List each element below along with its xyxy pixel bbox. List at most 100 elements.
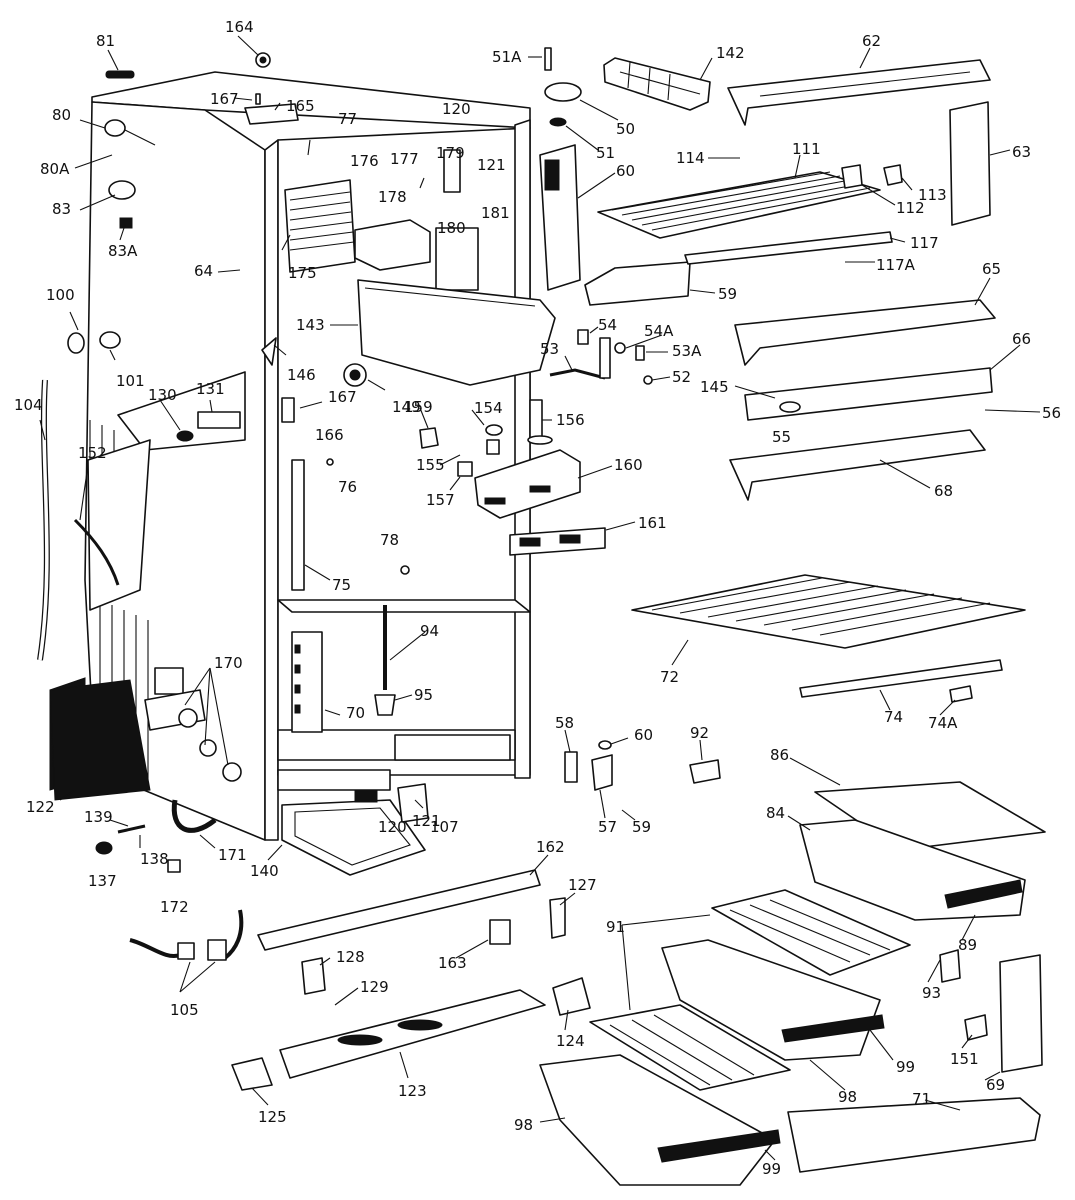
label-154: 154 [474,399,503,417]
label-180: 180 [437,219,466,237]
label-60-mid: 60 [634,726,653,744]
label-155: 155 [416,456,445,474]
label-74a: 74A [928,714,958,732]
label-175: 175 [288,264,317,282]
label-111: 111 [792,140,821,158]
label-117: 117 [910,234,939,252]
label-152: 152 [78,444,107,462]
label-105: 105 [170,1001,199,1019]
label-139: 139 [84,808,113,826]
label-121-top: 121 [477,156,506,174]
label-68: 68 [934,482,953,500]
label-99-upper: 99 [896,1058,915,1076]
label-51a: 51A [492,48,522,66]
label-70: 70 [346,704,365,722]
label-63: 63 [1012,143,1031,161]
label-163: 163 [438,954,467,972]
label-157: 157 [426,491,455,509]
label-80: 80 [52,106,71,124]
label-56: 56 [1042,404,1061,422]
label-156: 156 [556,411,585,429]
label-86: 86 [770,746,789,764]
label-76: 76 [338,478,357,496]
label-98-upper: 98 [838,1088,857,1106]
label-69: 69 [986,1076,1005,1094]
label-95: 95 [414,686,433,704]
label-138: 138 [140,850,169,868]
shelves [597,59,1026,703]
label-92: 92 [690,724,709,742]
label-121-bottom: 121 [412,812,441,830]
label-101: 101 [116,372,145,390]
label-137: 137 [88,872,117,890]
label-72: 72 [660,668,679,686]
label-127: 127 [568,876,597,894]
label-78: 78 [380,531,399,549]
label-120-bottom: 120 [378,818,407,836]
label-160: 160 [614,456,643,474]
label-59-top: 59 [718,285,737,303]
label-58: 58 [555,714,574,732]
label-98-lower: 98 [514,1116,533,1134]
label-59-mid: 59 [632,818,651,836]
label-178: 178 [378,188,407,206]
label-170: 170 [214,654,243,672]
label-181: 181 [481,204,510,222]
label-83a: 83A [108,242,138,260]
label-172: 172 [160,898,189,916]
label-165: 165 [286,97,315,115]
evaporator-assembly [284,149,556,387]
label-167-mid: 167 [328,388,357,406]
label-128: 128 [336,948,365,966]
label-66: 66 [1012,330,1031,348]
label-143: 143 [296,316,325,334]
label-80a: 80A [40,160,70,178]
label-53: 53 [540,340,559,358]
label-55: 55 [772,428,791,446]
label-142: 142 [716,44,745,62]
label-77: 77 [338,110,357,128]
label-120-top: 120 [442,100,471,118]
label-166: 166 [315,426,344,444]
drawers [539,740,1046,1186]
label-64: 64 [194,262,213,280]
label-164: 164 [225,18,254,36]
label-100: 100 [46,286,75,304]
label-123: 123 [398,1082,427,1100]
label-83: 83 [52,200,71,218]
label-171: 171 [218,846,247,864]
label-179: 179 [436,144,465,162]
label-177: 177 [390,150,419,168]
relay-assembly [49,667,244,961]
label-93: 93 [922,984,941,1002]
bottom-rails [231,869,591,1091]
label-176: 176 [350,152,379,170]
label-145: 145 [700,378,729,396]
leader-lines [39,35,1041,1161]
label-151: 151 [950,1050,979,1068]
label-54: 54 [598,316,617,334]
label-94: 94 [420,622,439,640]
label-89: 89 [958,936,977,954]
label-129: 129 [360,978,389,996]
label-140: 140 [250,862,279,880]
label-107: 107 [430,818,459,836]
label-149: 149 [392,398,421,416]
label-57: 57 [598,818,617,836]
label-162: 162 [536,838,565,856]
top-hardware [37,52,299,661]
label-159: 159 [404,398,433,416]
label-54a: 54A [644,322,674,340]
label-124: 124 [556,1032,585,1050]
label-71: 71 [912,1090,931,1108]
label-81: 81 [96,32,115,50]
label-112: 112 [896,199,925,217]
label-117a: 117A [876,256,916,274]
label-161: 161 [638,514,667,532]
label-146: 146 [287,366,316,384]
label-104: 104 [14,396,43,414]
label-130: 130 [148,386,177,404]
label-60-top: 60 [616,162,635,180]
label-99-lower: 99 [762,1160,781,1178]
